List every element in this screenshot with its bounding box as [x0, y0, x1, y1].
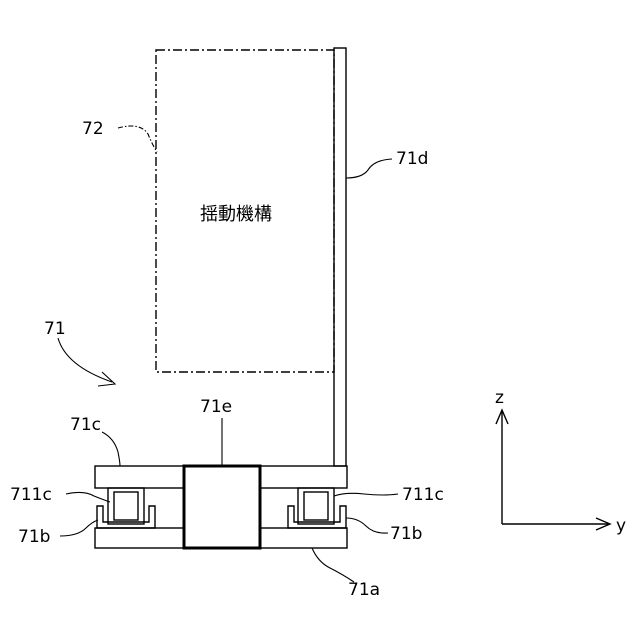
- label-72: 72: [82, 119, 104, 139]
- label-71b-left: 71b: [18, 527, 50, 547]
- leader-711c-right: [334, 493, 398, 496]
- label-71e: 71e: [200, 397, 232, 417]
- axes-indicator: z y: [495, 388, 626, 536]
- label-71a: 71a: [348, 580, 380, 600]
- label-71d: 71d: [396, 149, 428, 169]
- label-711c-right: 711c: [402, 485, 444, 505]
- label-71: 71: [44, 319, 66, 339]
- leader-71d: [346, 159, 392, 178]
- y-axis-label: y: [616, 516, 626, 536]
- leader-71b-left: [60, 520, 98, 536]
- label-71c: 71c: [70, 415, 101, 435]
- label-mechanism: 揺動機構: [200, 204, 272, 225]
- z-axis-label: z: [495, 388, 504, 408]
- arrow-71-shaft: [58, 338, 112, 382]
- leader-711c-left: [66, 492, 110, 502]
- center-block: [184, 466, 260, 548]
- label-71b-right: 71b: [390, 524, 422, 544]
- arrow-71-head: [98, 372, 115, 386]
- vertical-rail: [334, 48, 346, 466]
- leader-72: [118, 126, 157, 152]
- leader-71b-right: [346, 518, 388, 533]
- leader-71c: [102, 432, 120, 466]
- right-guide: [288, 506, 346, 528]
- right-slider-inner: [304, 492, 328, 520]
- leader-71a: [312, 548, 354, 582]
- left-guide: [97, 506, 155, 528]
- left-slider-inner: [114, 492, 138, 520]
- label-711c-left: 711c: [10, 485, 52, 505]
